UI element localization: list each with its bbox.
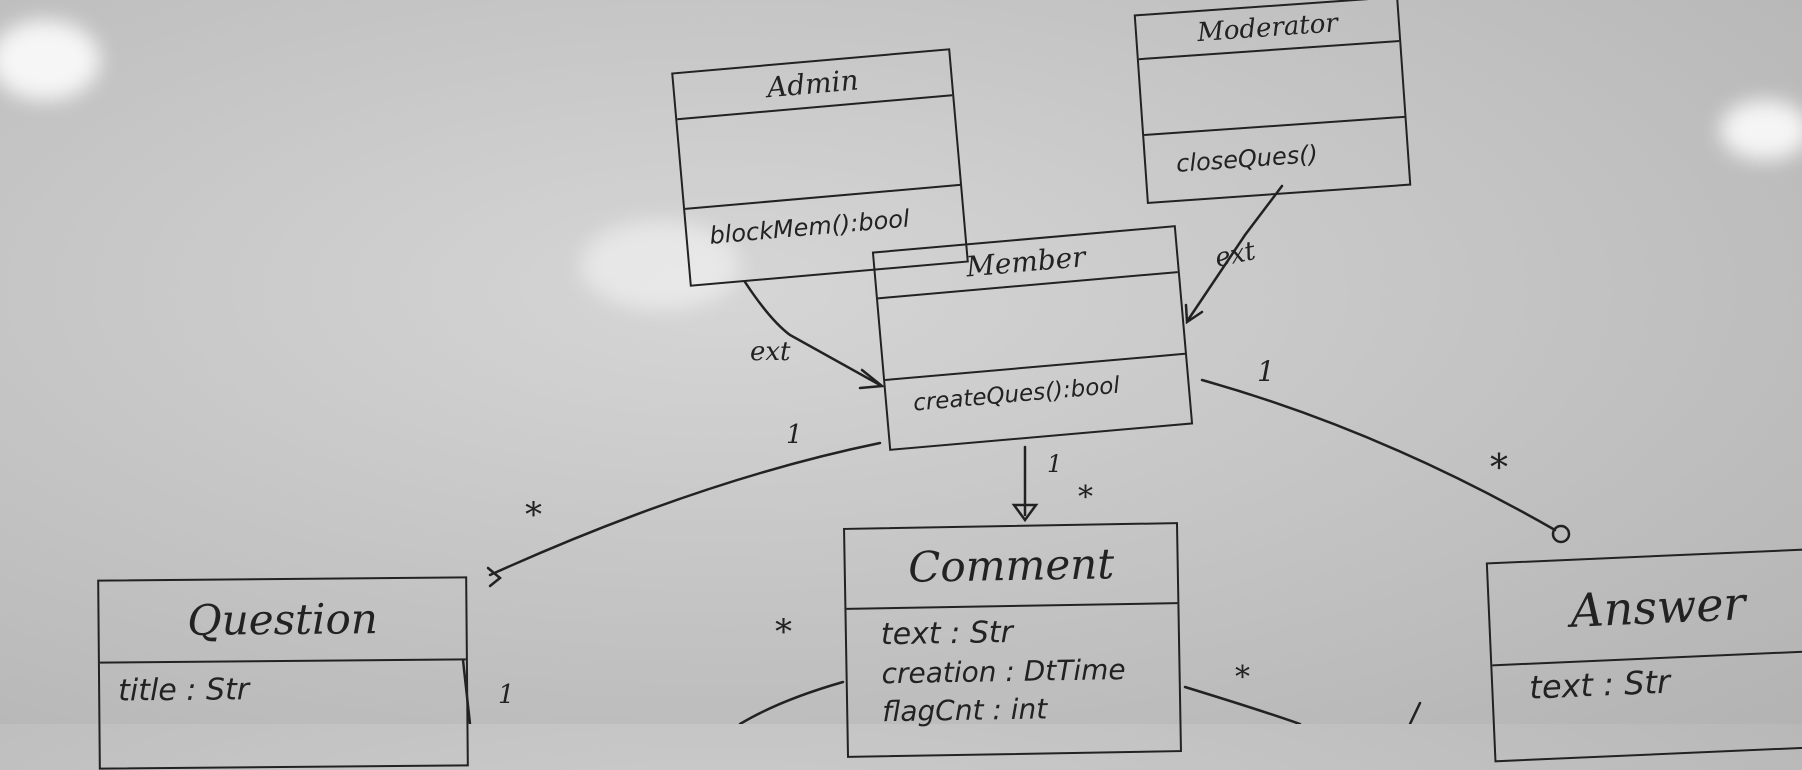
cloud xyxy=(0,20,100,100)
class-title: Question xyxy=(99,578,466,664)
class-attribute: title : Str xyxy=(117,672,250,709)
comment-end-marker xyxy=(1011,503,1039,523)
multiplicity-label: 1 xyxy=(498,680,515,710)
comment-answer-link xyxy=(1183,685,1302,724)
answer-end-marker xyxy=(1551,524,1571,544)
moderator-member-link xyxy=(1186,184,1284,322)
multiplicity-label: 1 xyxy=(1047,450,1063,478)
question-side-stroke xyxy=(461,658,472,724)
multiplicity-label: * xyxy=(1490,448,1508,489)
class-question: Question title : Str xyxy=(97,576,469,770)
class-attribute: text : Str xyxy=(1528,662,1671,707)
diagram-connectors xyxy=(461,184,1571,724)
comment-question-link xyxy=(738,680,845,724)
multiplicity-label: 1 xyxy=(1257,355,1275,388)
class-title: Answer xyxy=(1487,549,1802,667)
attributes-section: title : Str xyxy=(100,660,466,708)
multiplicity-label: * xyxy=(775,612,792,652)
class-moderator: Moderator closeQues() xyxy=(1133,0,1412,205)
cloud xyxy=(580,220,740,310)
class-comment: Comment text : Str creation : DtTime fla… xyxy=(843,522,1182,758)
moderator-member-arrowhead xyxy=(1184,303,1204,325)
admin-member-arrowhead xyxy=(858,368,886,390)
class-attribute: flagCnt : int xyxy=(881,692,1048,729)
attributes-section: text : Str creation : DtTime flagCnt : i… xyxy=(846,604,1179,734)
answer-bottom-link xyxy=(1408,701,1422,724)
class-attribute: creation : DtTime xyxy=(881,653,1126,691)
class-answer: Answer text : Str xyxy=(1485,547,1802,763)
multiplicity-label: 1 xyxy=(786,420,803,450)
admin-member-link xyxy=(743,280,882,387)
class-title: Comment xyxy=(845,524,1178,610)
multiplicity-label: * xyxy=(1235,660,1250,695)
class-member: Member createQues():bool xyxy=(871,225,1194,451)
cloud xyxy=(1720,100,1802,160)
relation-label: ext xyxy=(750,337,791,367)
question-end-marker xyxy=(486,566,502,588)
multiplicity-label: * xyxy=(525,495,542,535)
member-answer-link xyxy=(1200,378,1557,532)
class-attribute: text : Str xyxy=(880,614,1014,653)
multiplicity-label: * xyxy=(1078,480,1093,515)
member-question-link xyxy=(488,441,882,577)
